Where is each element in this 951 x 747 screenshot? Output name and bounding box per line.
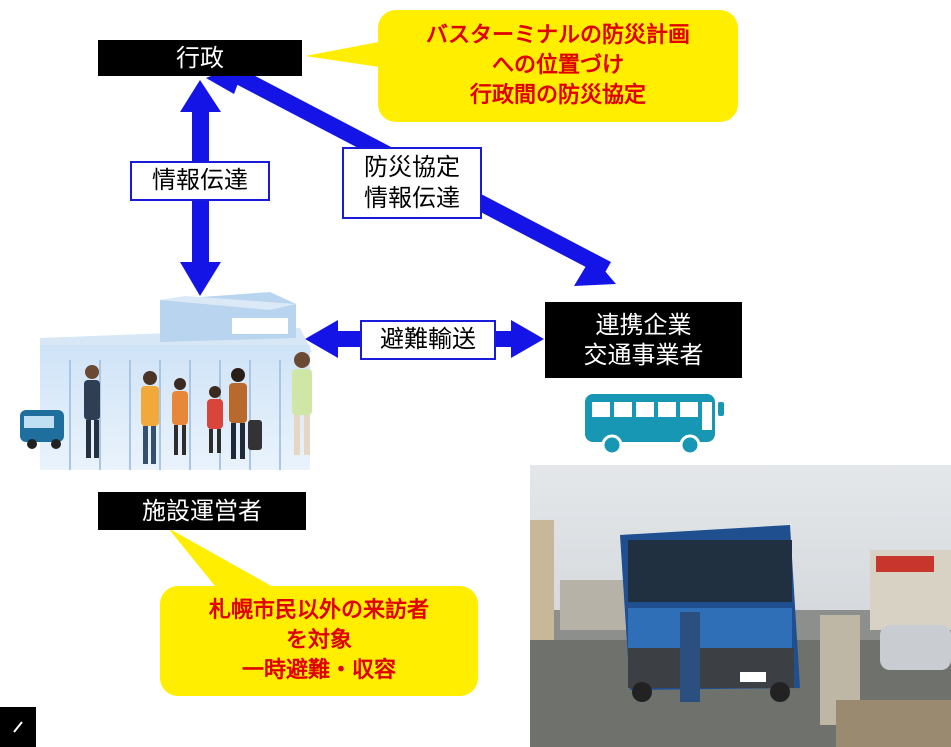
callout-operator-line-2: を対象 bbox=[285, 628, 352, 654]
edge-label-disaster-agreement-text-2: 情報伝達 bbox=[364, 184, 460, 212]
node-partner-label-1: 連携企業 bbox=[595, 311, 692, 339]
bus-photo bbox=[530, 465, 951, 747]
edge-label-disaster-agreement: 防災協定 情報伝達 bbox=[342, 147, 482, 219]
node-partner-label-2: 交通事業者 bbox=[583, 341, 704, 369]
callout-government-line-2: への位置づけ bbox=[491, 53, 624, 79]
bus-icon bbox=[585, 394, 724, 456]
operator-callout-tail bbox=[168, 528, 275, 602]
edge-label-evacuation-transport: 避難輸送 bbox=[360, 320, 496, 360]
node-partner: 連携企業 交通事業者 bbox=[545, 302, 742, 378]
edge-label-evacuation-transport-text: 避難輸送 bbox=[380, 325, 476, 354]
callout-operator-line-3: 一時避難・収容 bbox=[241, 657, 396, 683]
edge-label-disaster-agreement-text-1: 防災協定 bbox=[364, 152, 460, 181]
bus-terminal-illustration bbox=[20, 292, 312, 470]
node-government: 行政 bbox=[98, 40, 302, 76]
edge-label-info-transfer-text: 情報伝達 bbox=[152, 166, 248, 195]
edge-label-info-transfer: 情報伝達 bbox=[130, 161, 270, 201]
node-operator-label: 施設運営者 bbox=[142, 497, 262, 525]
callout-operator-line-1: 札幌市民以外の来訪者 bbox=[208, 598, 429, 624]
node-government-label: 行政 bbox=[176, 44, 224, 72]
node-operator: 施設運営者 bbox=[98, 492, 306, 530]
government-callout-tail bbox=[305, 38, 400, 70]
callout-operator: 札幌市民以外の来訪者 を対象 一時避難・収容 bbox=[160, 586, 478, 696]
callout-government: バスターミナルの防災計画 への位置づけ 行政間の防災協定 bbox=[378, 10, 738, 122]
callout-government-line-3: 行政間の防災協定 bbox=[469, 82, 646, 108]
callout-government-line-1: バスターミナルの防災計画 bbox=[425, 23, 690, 49]
